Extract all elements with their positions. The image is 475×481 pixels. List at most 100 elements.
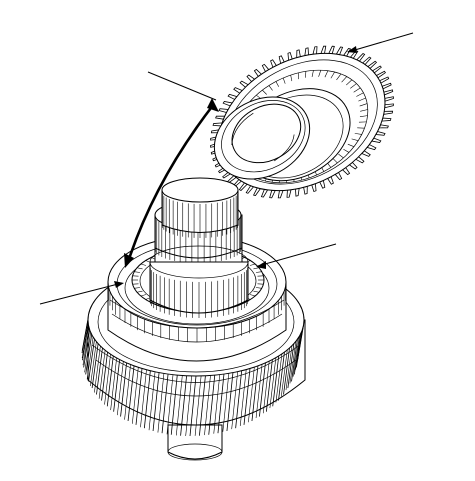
tooth-line bbox=[282, 77, 286, 84]
tooth-line bbox=[243, 368, 251, 425]
tooth-line bbox=[222, 373, 230, 432]
tooth-line bbox=[346, 79, 353, 86]
tooth-line bbox=[166, 374, 174, 435]
tooth-line bbox=[283, 347, 290, 395]
tooth-line bbox=[113, 359, 121, 412]
tooth-line bbox=[194, 375, 202, 436]
tooth-line bbox=[175, 375, 183, 436]
tooth-line bbox=[189, 375, 197, 437]
tooth-line bbox=[85, 334, 93, 375]
tooth-line bbox=[255, 364, 263, 419]
tooth-line bbox=[278, 352, 285, 401]
tooth-line bbox=[291, 339, 298, 382]
tooth-line bbox=[297, 72, 299, 80]
tooth-line bbox=[357, 127, 365, 129]
tooth-line bbox=[208, 375, 216, 435]
tooth-line bbox=[269, 357, 277, 409]
tooth-line bbox=[248, 367, 255, 423]
tooth-line bbox=[268, 85, 273, 91]
tooth-line bbox=[239, 369, 247, 426]
upper-tooth bbox=[379, 76, 390, 84]
tooth-line bbox=[354, 133, 362, 135]
tooth-line bbox=[120, 362, 127, 417]
tooth-line bbox=[134, 271, 141, 273]
tooth-line bbox=[199, 375, 206, 436]
assembly-direction-arrow bbox=[124, 98, 219, 268]
tooth-line bbox=[311, 70, 314, 77]
tooth-line bbox=[90, 341, 97, 387]
tooth-line bbox=[180, 375, 187, 436]
tooth-line bbox=[136, 267, 143, 270]
tooth-line bbox=[265, 359, 273, 412]
tooth-line bbox=[136, 290, 143, 293]
tooth-line bbox=[94, 345, 101, 393]
tooth-line bbox=[127, 365, 135, 422]
tooth-line bbox=[358, 121, 367, 123]
callout-lines bbox=[39, 32, 414, 305]
tooth-line bbox=[272, 355, 280, 407]
tooth-line bbox=[255, 271, 262, 273]
tooth-line bbox=[185, 375, 192, 436]
tooth-line bbox=[106, 355, 114, 407]
tooth-line bbox=[262, 361, 270, 414]
tooth-line bbox=[305, 71, 307, 78]
tooth-line bbox=[324, 70, 329, 78]
tooth-line bbox=[101, 352, 108, 401]
tooth-line bbox=[292, 336, 300, 377]
tooth-line bbox=[110, 357, 117, 411]
tooth-line bbox=[347, 143, 355, 147]
tooth-line bbox=[81, 322, 89, 359]
tooth-line bbox=[91, 343, 99, 389]
tooth-line bbox=[341, 76, 347, 83]
tooth-line bbox=[259, 362, 266, 417]
callout-ring-lower bbox=[39, 282, 123, 305]
tooth-line bbox=[290, 75, 293, 82]
tooth-line bbox=[117, 361, 124, 416]
tooth-line bbox=[132, 367, 139, 424]
tooth-line bbox=[134, 287, 141, 289]
tooth-line bbox=[360, 109, 368, 112]
tooth-line bbox=[148, 371, 156, 431]
tooth-line bbox=[280, 349, 288, 397]
tooth-line bbox=[152, 372, 160, 432]
tooth-line bbox=[83, 329, 91, 368]
tooth-line bbox=[204, 375, 211, 436]
tooth-line bbox=[353, 87, 361, 93]
tooth-line bbox=[356, 92, 364, 97]
tooth-line bbox=[332, 158, 338, 164]
tooth-line bbox=[217, 374, 225, 434]
tooth-line bbox=[285, 345, 293, 391]
tooth-line bbox=[226, 372, 234, 432]
tooth-line bbox=[336, 73, 342, 81]
tooth-line bbox=[350, 83, 357, 89]
tooth-line bbox=[253, 267, 260, 270]
tooth-line bbox=[318, 70, 322, 77]
tooth-line bbox=[255, 287, 262, 289]
tooth-line bbox=[81, 317, 89, 351]
synchronizer-ring-upper bbox=[213, 96, 311, 180]
tooth-line bbox=[235, 370, 243, 429]
tooth-line bbox=[98, 350, 106, 399]
tooth-line bbox=[359, 103, 368, 107]
tooth-line bbox=[124, 364, 131, 420]
tooth-line bbox=[262, 89, 267, 95]
lower-gear-teeth bbox=[81, 317, 305, 437]
tooth-line bbox=[295, 329, 303, 368]
tooth-line bbox=[143, 370, 151, 429]
tooth-line bbox=[330, 71, 335, 79]
callout-hub-lower bbox=[257, 243, 337, 267]
tooth-line bbox=[82, 327, 90, 366]
tooth-line bbox=[86, 336, 94, 380]
tooth-line bbox=[249, 263, 256, 266]
top-splines bbox=[161, 192, 239, 238]
callout-ring-upper bbox=[147, 71, 217, 101]
tooth-line bbox=[161, 374, 169, 434]
tooth-line bbox=[157, 373, 165, 433]
tooth-line bbox=[287, 343, 295, 389]
tooth-line bbox=[231, 371, 238, 430]
tooth-line bbox=[104, 354, 111, 405]
tooth-line bbox=[293, 334, 301, 375]
tooth-line bbox=[249, 294, 256, 297]
